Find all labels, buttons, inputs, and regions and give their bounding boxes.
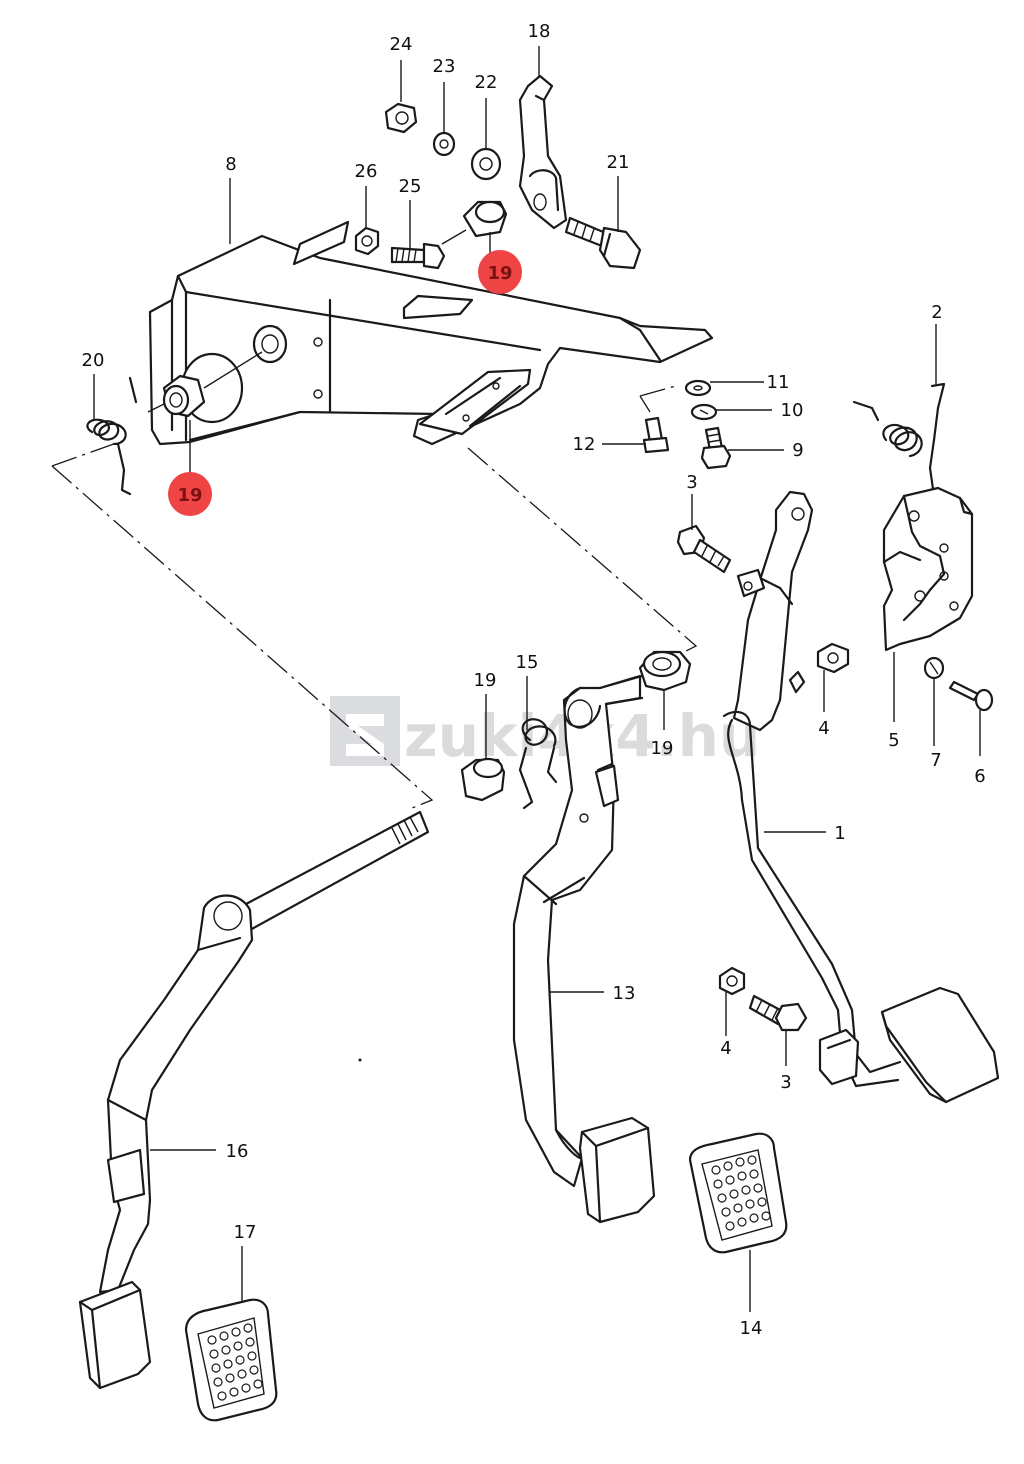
- pedal-rubber-17: [184, 1298, 278, 1422]
- callout-6: 6: [974, 766, 985, 787]
- guide-line-left: [51, 439, 434, 809]
- axis-line-bushing: [147, 351, 263, 413]
- callout-16: 16: [226, 1141, 249, 1162]
- callout-19-right: 19: [651, 738, 674, 759]
- bolt-3-lower: [748, 994, 808, 1032]
- watermark: zuki4x4.hu: [330, 696, 760, 770]
- pedal-arm-1: [722, 490, 902, 1088]
- callout-4-lower: 4: [720, 1038, 731, 1059]
- nut-24: [384, 102, 418, 134]
- speck: [358, 1058, 362, 1062]
- return-spring-20: [86, 376, 138, 496]
- callout-2: 2: [931, 302, 942, 323]
- callout-10: 10: [781, 400, 804, 421]
- bolt-9: [700, 426, 732, 470]
- callout-24: 24: [390, 34, 413, 55]
- tread-pattern-14: [711, 1155, 771, 1231]
- callout-1: 1: [834, 823, 845, 844]
- callout-19-left: 19: [177, 485, 202, 506]
- nut-7: [923, 656, 945, 680]
- callout-5: 5: [888, 730, 899, 751]
- callout-19-highlight-top: 19: [478, 250, 522, 294]
- callout-8: 8: [225, 154, 236, 175]
- callout-11: 11: [767, 372, 790, 393]
- callout-15: 15: [516, 652, 539, 673]
- pedal-pad-1: [880, 986, 1000, 1104]
- guide-line-right: [467, 447, 698, 657]
- bolt-21: [564, 216, 642, 270]
- spring-15: [518, 718, 558, 810]
- bushing-19-right: [638, 650, 692, 692]
- bushing-19-mid: [460, 757, 506, 802]
- watermark-logo-icon: [330, 696, 400, 766]
- guide-line-bolt-washers: [639, 385, 677, 413]
- callout-17: 17: [234, 1222, 257, 1243]
- washer-22: [470, 147, 502, 181]
- pedal-16: [98, 810, 430, 1294]
- callout-25: 25: [399, 176, 422, 197]
- bolt-25: [390, 242, 446, 270]
- callout-22: 22: [475, 72, 498, 93]
- leader-lines: [93, 46, 981, 1312]
- spring-washer-10: [690, 403, 718, 421]
- pedal-pad-16: [78, 1280, 152, 1390]
- spring-2: [852, 382, 946, 512]
- callout-21: 21: [607, 152, 630, 173]
- pedal-13: [512, 674, 644, 1188]
- callout-19-mid: 19: [474, 670, 497, 691]
- highlight-badge: [478, 250, 522, 294]
- clutch-lever-18: [518, 74, 568, 230]
- callout-20: 20: [82, 350, 105, 371]
- bushing-top: [441, 200, 508, 245]
- bolt-12: [642, 416, 670, 454]
- callout-19-highlight-left: 19: [168, 472, 212, 516]
- callout-3-upper: 3: [686, 472, 697, 493]
- callout-7: 7: [930, 750, 941, 771]
- callout-4-upper: 4: [818, 718, 829, 739]
- callout-18: 18: [528, 21, 551, 42]
- washer-11: [684, 379, 712, 397]
- highlight-badge: [168, 472, 212, 516]
- screw-6: [948, 680, 994, 712]
- callout-19-top: 19: [487, 263, 512, 284]
- bushing-left: [162, 374, 206, 418]
- pedal-rubber-14: [688, 1132, 788, 1254]
- callout-23: 23: [433, 56, 456, 77]
- callout-3-lower: 3: [780, 1072, 791, 1093]
- nut-4-lower: [718, 966, 746, 996]
- assembly-guide-lines: [51, 385, 698, 809]
- nut-26: [354, 226, 380, 256]
- callout-26: 26: [355, 161, 378, 182]
- bolt-3-upper: [676, 524, 732, 574]
- pedal-clip-1: [818, 1028, 860, 1086]
- callout-labels: 24 23 22 18 8 26 25 21 19 20 19 11 10 12…: [82, 21, 986, 1339]
- switch-bracket-5: [882, 486, 974, 652]
- washer-23: [432, 131, 456, 157]
- pedal-pad-13: [578, 1116, 656, 1224]
- callout-9: 9: [792, 440, 803, 461]
- callout-14: 14: [740, 1318, 763, 1339]
- tread-pattern-17: [207, 1323, 263, 1401]
- callout-13: 13: [613, 983, 636, 1004]
- callout-12: 12: [573, 434, 596, 455]
- nut-4-upper: [816, 642, 850, 674]
